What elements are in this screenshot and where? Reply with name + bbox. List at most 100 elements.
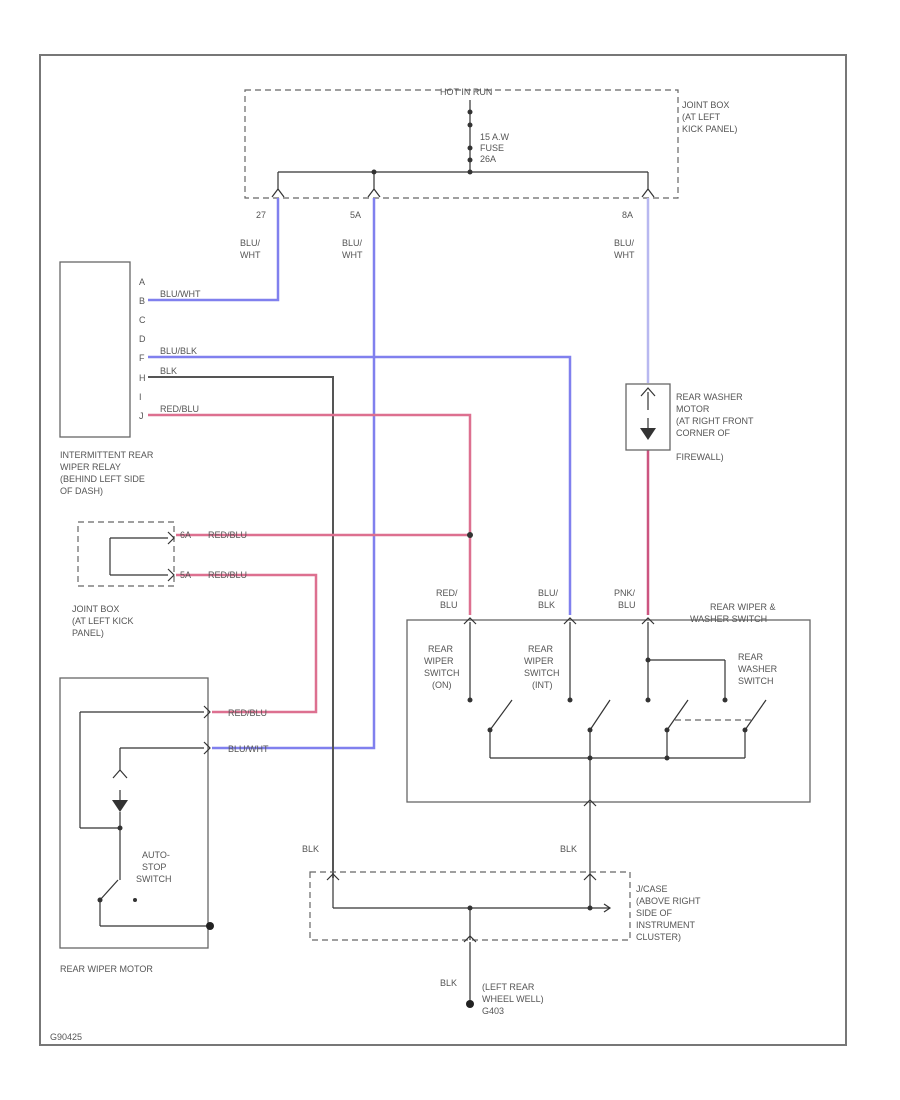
washer-motor-label-3: (AT RIGHT FRONT [676,416,754,426]
pin-right-label: 8A [622,210,633,220]
relay-wire-b-label: BLU/WHT [160,289,201,299]
sw-wiper-on-label-4: (ON) [432,680,452,690]
wire-relay-h [148,376,334,878]
blk-right-label: BLK [560,844,577,854]
sw-washer-label-3: SWITCH [738,676,774,686]
rear-washer-motor: REAR WASHER MOTOR (AT RIGHT FRONT CORNER… [625,383,754,462]
motor-ground-point [206,922,214,930]
relay-pin-i: I [139,392,142,402]
wire-right-label-2: WHT [614,250,635,260]
relay-pin-d: D [139,334,146,344]
relay-wire-f-label: BLU/BLK [160,346,197,356]
relay-wire-j-label: RED/BLU [160,404,199,414]
wire-right-label-1: BLU/ [614,238,635,248]
sw-in-blu-label-1: BLU/ [538,588,559,598]
fuse-label-3: 26A [480,154,496,164]
j-case: J/CASE (ABOVE RIGHT SIDE OF INSTRUMENT C… [309,871,701,943]
wire-mid-label-1: BLU/ [342,238,363,248]
sw-washer-label-2: WASHER [738,664,778,674]
joint-box-left: 6A 5A RED/BLU RED/BLU JOINT BOX (AT LEFT… [72,521,247,638]
auto-stop-label-3: SWITCH [136,874,172,884]
relay-pin-j: J [139,411,144,421]
sw-in-red-label-2: BLU [440,600,458,610]
jcase-label-1: J/CASE [636,884,668,894]
pin-left-label: 27 [256,210,266,220]
fuse-label-2: FUSE [480,143,504,153]
sw-wiper-int-label-4: (INT) [532,680,553,690]
relay-pin-c: C [139,315,146,325]
sw-wiper-on-label-1: REAR [428,644,454,654]
wire-left-label-2: WHT [240,250,261,260]
sw-wiper-on-label-3: SWITCH [424,668,460,678]
ground-label-2: WHEEL WELL) [482,994,544,1004]
jb-left-wire-2-label: RED/BLU [208,570,247,580]
blk-bottom-label: BLK [440,978,457,988]
jb-left-pin-2: 5A [180,570,191,580]
sw-wiper-on-label-2: WIPER [424,656,454,666]
joint-box-top-label-1: JOINT BOX [682,100,729,110]
fuse-label-1: 15 A.W [480,132,510,142]
jb-left-caption-1: JOINT BOX [72,604,119,614]
sw-wiper-int-label-3: SWITCH [524,668,560,678]
washer-motor-label-1: REAR WASHER [676,392,743,402]
intermittent-rear-wiper-relay: A B C D F H I J BLU/WHT BLU/BLK BLK RED/… [59,261,201,496]
switch-title-1: REAR WIPER & [710,602,776,612]
wire-relay-f [148,355,572,615]
jcase-label-3: SIDE OF [636,908,673,918]
joint-box-top-label-2: (AT LEFT [682,112,721,122]
wire-mid-label-2: WHT [342,250,363,260]
sw-washer-label-1: REAR [738,652,764,662]
jb-left-caption-2: (AT LEFT KICK [72,616,134,626]
motor-wire-1-label: RED/BLU [228,708,267,718]
figure-id: G90425 [50,1032,82,1042]
rear-wiper-motor: RED/BLU BLU/WHT AUTO- STOP SWITCH REAR W… [59,677,269,974]
wire-relay-j [148,413,472,615]
joint-box-top-label-3: KICK PANEL) [682,124,737,134]
hot-in-run-label: HOT IN RUN [440,87,492,97]
wire-mid-to-motor [212,198,376,750]
relay-caption-2: WIPER RELAY [60,462,121,472]
relay-pin-f: F [139,353,145,363]
washer-motor-symbol [640,428,656,440]
wire-jb-5a [176,573,318,714]
relay-pin-a: A [139,277,145,287]
sw-in-pnk-label-1: PNK/ [614,588,636,598]
sw-wiper-int-label-1: REAR [528,644,554,654]
wiper-motor-symbol [112,800,128,812]
switch-title-2: WASHER SWITCH [690,614,767,624]
ground-label-3: G403 [482,1006,504,1016]
sw-wiper-int-label-2: WIPER [524,656,554,666]
jcase-label-5: CLUSTER) [636,932,681,942]
wire-relay-b [148,198,280,302]
rear-wiper-washer-switch: REAR WIPER & WASHER SWITCH RED/ BLU BLU/… [406,588,811,803]
relay-caption-4: OF DASH) [60,486,103,496]
washer-motor-label-5: FIREWALL) [676,452,724,462]
relay-pin-h: H [139,373,146,383]
jb-left-caption-3: PANEL) [72,628,104,638]
sw-in-pnk-label-2: BLU [618,600,636,610]
relay-wire-h-label: BLK [160,366,177,376]
sw-in-blu-label-2: BLK [538,600,555,610]
pin-mid-label: 5A [350,210,361,220]
relay-caption-3: (BEHIND LEFT SIDE [60,474,145,484]
wiper-motor-caption: REAR WIPER MOTOR [60,964,153,974]
joint-box-top: HOT IN RUN 15 A.W FUSE 26A JOINT BOX (AT… [244,87,737,220]
diagram-frame [39,54,847,1046]
auto-stop-label-2: STOP [142,862,166,872]
jcase-label-4: INSTRUMENT [636,920,695,930]
relay-pin-b: B [139,296,145,306]
jcase-label-2: (ABOVE RIGHT [636,896,701,906]
washer-motor-label-2: MOTOR [676,404,710,414]
sw-in-red-label-1: RED/ [436,588,458,598]
ground-g403: BLK (LEFT REAR WHEEL WELL) G403 [440,942,544,1016]
washer-motor-label-4: CORNER OF [676,428,731,438]
jb-left-wire-1-label: RED/BLU [208,530,247,540]
motor-wire-2-label: BLU/WHT [228,744,269,754]
blk-left-label: BLK [302,844,319,854]
auto-stop-label-1: AUTO- [142,850,170,860]
wire-left-label-1: BLU/ [240,238,261,248]
ground-label-1: (LEFT REAR [482,982,535,992]
jb-left-pin-1: 6A [180,530,191,540]
relay-caption-1: INTERMITTENT REAR [60,450,154,460]
